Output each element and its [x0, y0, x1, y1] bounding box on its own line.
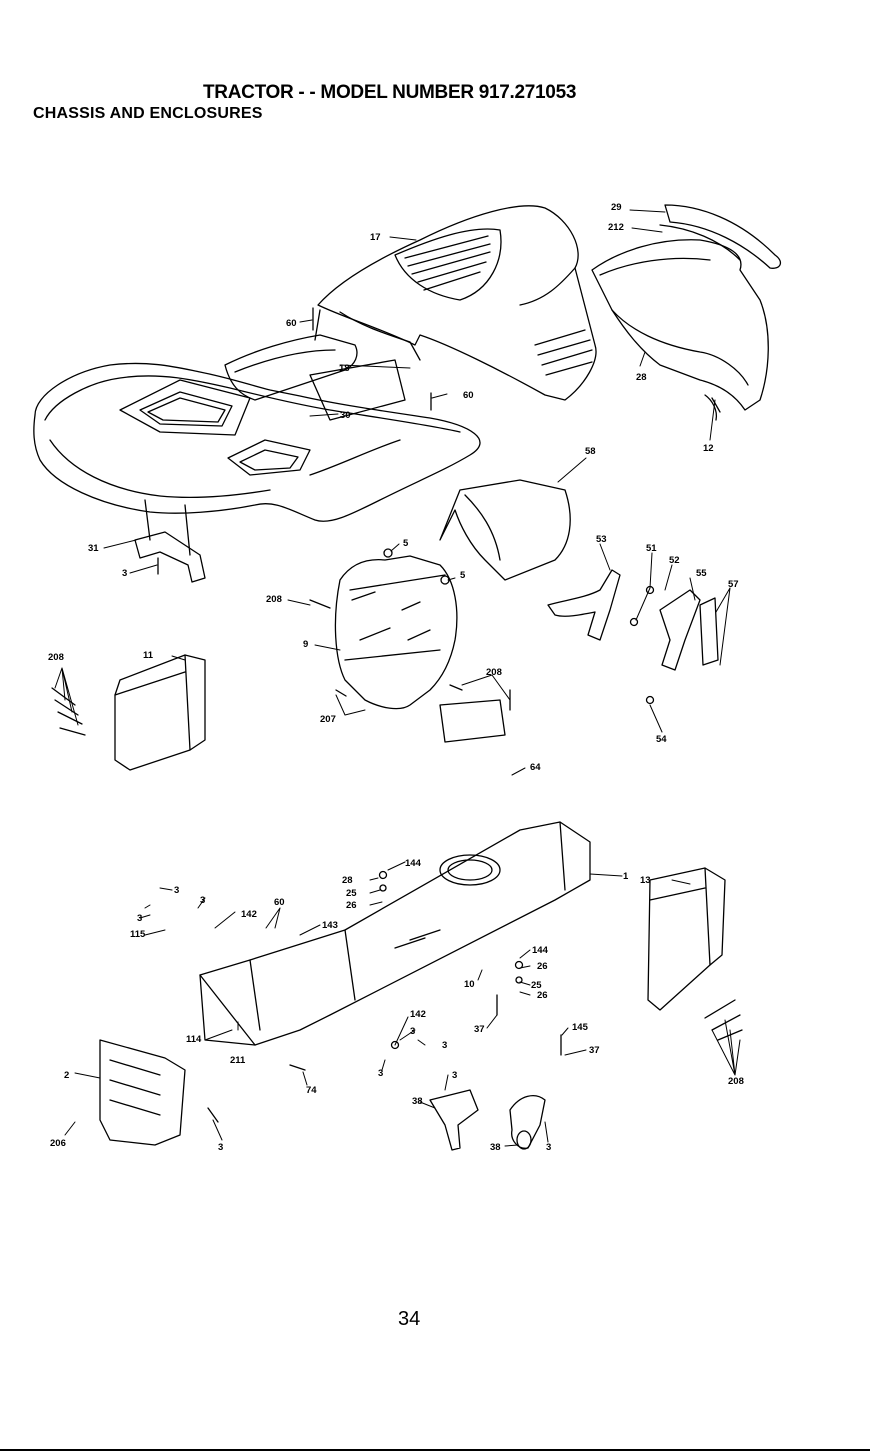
- callout-label: 55: [696, 568, 707, 579]
- callout-label: 64: [530, 762, 541, 773]
- callout-label: 5: [403, 538, 409, 549]
- callout-label: 26: [346, 900, 357, 911]
- callout-label: 3: [200, 895, 205, 906]
- callout-label: 1: [623, 871, 629, 882]
- callout-label: 208: [266, 594, 282, 605]
- callout-label: 28: [342, 875, 353, 886]
- callout-label: 10: [464, 979, 475, 990]
- hardware-parts: [158, 308, 654, 1122]
- callout-label: 3: [378, 1068, 383, 1079]
- callout-label: 18: [339, 363, 350, 374]
- callout-label: 37: [474, 1024, 485, 1035]
- callout-label: 142: [410, 1009, 426, 1020]
- callout-label: 5: [460, 570, 466, 581]
- callout-label: 206: [50, 1138, 66, 1149]
- callout-label: 26: [537, 961, 548, 972]
- callout-label: 52: [669, 555, 680, 566]
- bracket-parts: [548, 570, 718, 670]
- hood-part: [315, 206, 596, 400]
- callout-label: 26: [537, 990, 548, 1001]
- bottom-divider: [0, 1449, 870, 1451]
- callout-label: 60: [463, 390, 474, 401]
- callout-label: 3: [546, 1142, 551, 1153]
- page-number: 34: [398, 1308, 420, 1331]
- callout-label: 31: [88, 543, 99, 554]
- callout-label: 12: [703, 443, 714, 454]
- callout-label: 60: [286, 318, 297, 329]
- callout-leaders: [55, 210, 740, 1146]
- callout-label: 207: [320, 714, 336, 725]
- callout-label: 211: [230, 1055, 246, 1066]
- callout-label: 142: [241, 909, 257, 920]
- callout-label: 3: [137, 913, 142, 924]
- callout-label: 28: [636, 372, 647, 383]
- callout-label: 30: [340, 410, 351, 421]
- callout-label: 2: [64, 1070, 69, 1081]
- callout-label: 38: [412, 1096, 423, 1107]
- callout-label: 25: [346, 888, 357, 899]
- callout-label: 51: [646, 543, 657, 554]
- callout-label: 212: [608, 222, 624, 233]
- right-side-panel-part: [648, 868, 742, 1040]
- dash-mount-part: [335, 556, 456, 709]
- lower-bracket-parts: [430, 1090, 545, 1150]
- callout-label: 115: [130, 929, 146, 940]
- callout-label: 144: [405, 858, 422, 869]
- callout-label: 3: [442, 1040, 447, 1051]
- firewall-panel-part: [440, 480, 570, 580]
- callout-label: 53: [596, 534, 607, 545]
- callout-label: 208: [728, 1076, 744, 1087]
- callout-label: 9: [303, 639, 308, 650]
- callout-label: 145: [572, 1022, 589, 1033]
- callout-label: 3: [218, 1142, 223, 1153]
- callout-label: 74: [306, 1085, 317, 1096]
- callout-label: 11: [143, 650, 154, 661]
- callout-label: 3: [452, 1070, 457, 1081]
- callout-label: 58: [585, 446, 596, 457]
- rear-fender-part: [592, 205, 780, 420]
- callout-label: 57: [728, 579, 739, 590]
- callout-label: 37: [589, 1045, 600, 1056]
- front-grille-part: [100, 1040, 185, 1145]
- callout-label: 114: [186, 1034, 202, 1045]
- callout-label: 54: [656, 734, 667, 745]
- main-frame-part: [200, 822, 590, 1045]
- callout-labels: 29 212 17 60 18 60 30 28 12 58 5 5 53 51…: [48, 202, 744, 1153]
- callout-label: 3: [122, 568, 127, 579]
- callout-label: 208: [486, 667, 502, 678]
- callout-label: 60: [274, 897, 285, 908]
- callout-label: 143: [322, 920, 338, 931]
- callout-label: 3: [174, 885, 179, 896]
- callout-label: 17: [370, 232, 381, 243]
- fender-part: [34, 363, 480, 521]
- callout-label: 208: [48, 652, 64, 663]
- callout-label: 38: [490, 1142, 501, 1153]
- callout-label: 29: [611, 202, 622, 213]
- callout-label: 144: [532, 945, 549, 956]
- callout-label: 13: [640, 875, 651, 886]
- callout-label: 3: [410, 1026, 415, 1037]
